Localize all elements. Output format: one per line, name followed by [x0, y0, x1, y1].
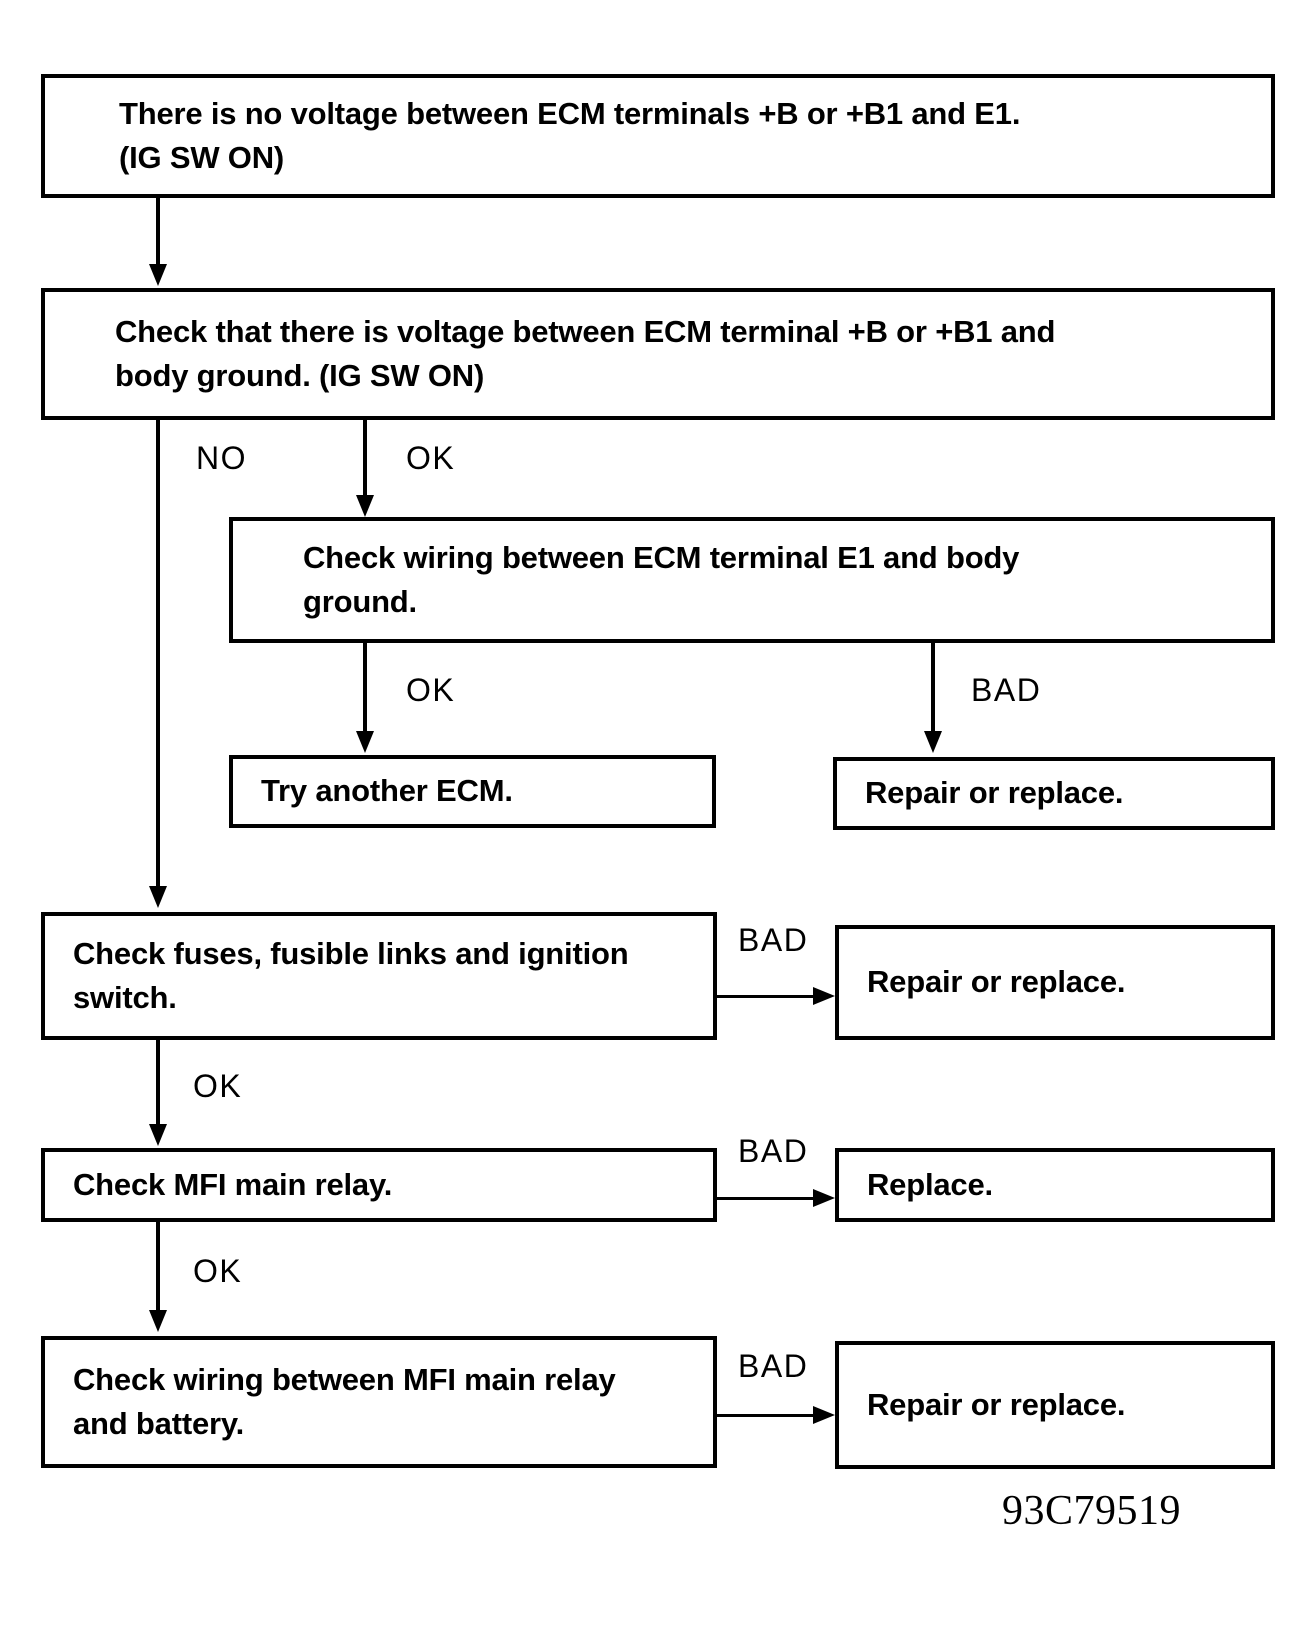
connector-voltage-no	[156, 420, 160, 888]
edge-label-wiring-battery-bad: BAD	[738, 1348, 809, 1384]
edge-label-fuses-ok: OK	[193, 1068, 243, 1104]
arrow-fuses-ok	[149, 1124, 167, 1146]
node-check-fuses: Check fuses, fusible links and ignition …	[41, 912, 717, 1040]
arrow-wiring-e1-ok	[356, 731, 374, 753]
arrow-wiring-e1-bad	[924, 731, 942, 753]
node-repair-or-replace-e1: Repair or replace.	[833, 757, 1275, 830]
connector-relay-bad	[717, 1197, 817, 1200]
node-replace-relay-line-1: Replace.	[867, 1166, 993, 1202]
node-repair-or-replace-wiring-line-1: Repair or replace.	[867, 1386, 1126, 1422]
node-replace-relay: Replace.	[835, 1148, 1275, 1222]
edge-label-relay-bad: BAD	[738, 1133, 809, 1169]
node-symptom-line-1: There is no voltage between ECM terminal…	[119, 95, 1021, 131]
connector-relay-ok	[156, 1222, 160, 1312]
connector-fuses-bad	[717, 995, 817, 998]
node-check-mfi-relay: Check MFI main relay.	[41, 1148, 717, 1222]
node-check-fuses-line-2: switch.	[73, 980, 177, 1015]
node-check-wiring-e1-line-1: Check wiring between ECM terminal E1 and…	[303, 539, 1020, 575]
edge-label-fuses-bad: BAD	[738, 922, 809, 958]
arrow-relay-bad	[813, 1189, 835, 1207]
connector-voltage-ok	[363, 420, 367, 497]
connector-wiring-e1-bad	[931, 643, 935, 733]
arrow-voltage-no	[149, 886, 167, 908]
edge-label-voltage-no: NO	[196, 440, 247, 476]
node-check-voltage-line-2: body ground. (IG SW ON)	[115, 358, 485, 393]
node-try-another-ecm: Try another ECM.	[229, 755, 716, 828]
arrow-relay-ok	[149, 1310, 167, 1332]
figure-code: 93C79519	[1002, 1488, 1182, 1534]
arrow-symptom-to-voltage	[149, 264, 167, 286]
connector-wiring-e1-ok	[363, 643, 367, 733]
node-try-another-ecm-line-1: Try another ECM.	[261, 773, 513, 809]
node-repair-or-replace-wiring: Repair or replace.	[835, 1341, 1275, 1469]
node-check-wiring-relay-battery-line-2: and battery.	[73, 1406, 245, 1441]
connector-wiring-battery-bad	[717, 1414, 817, 1417]
node-check-wiring-e1-line-2: ground.	[303, 584, 417, 619]
node-symptom-line-2: (IG SW ON)	[119, 140, 285, 175]
edge-label-relay-ok: OK	[193, 1253, 243, 1289]
connector-fuses-ok	[156, 1040, 160, 1126]
node-repair-or-replace-fuses-line-1: Repair or replace.	[867, 964, 1126, 1000]
edge-label-wiring-e1-bad: BAD	[971, 672, 1042, 708]
node-symptom: There is no voltage between ECM terminal…	[41, 74, 1275, 198]
node-check-voltage-body-ground: Check that there is voltage between ECM …	[41, 288, 1275, 420]
connector-symptom-to-voltage	[156, 198, 160, 266]
arrow-wiring-battery-bad	[813, 1406, 835, 1424]
node-check-wiring-relay-battery-line-1: Check wiring between MFI main relay	[73, 1361, 616, 1397]
arrow-fuses-bad	[813, 987, 835, 1005]
node-check-mfi-relay-line-1: Check MFI main relay.	[73, 1166, 393, 1202]
edge-label-voltage-ok: OK	[406, 440, 456, 476]
node-check-voltage-line-1: Check that there is voltage between ECM …	[115, 313, 1056, 349]
node-check-wiring-relay-battery: Check wiring between MFI main relay and …	[41, 1336, 717, 1468]
node-repair-or-replace-fuses: Repair or replace.	[835, 925, 1275, 1040]
node-repair-or-replace-e1-line-1: Repair or replace.	[865, 775, 1124, 811]
node-check-fuses-line-1: Check fuses, fusible links and ignition	[73, 935, 629, 971]
node-check-wiring-e1: Check wiring between ECM terminal E1 and…	[229, 517, 1275, 643]
edge-label-wiring-e1-ok: OK	[406, 672, 456, 708]
arrow-voltage-ok	[356, 495, 374, 517]
